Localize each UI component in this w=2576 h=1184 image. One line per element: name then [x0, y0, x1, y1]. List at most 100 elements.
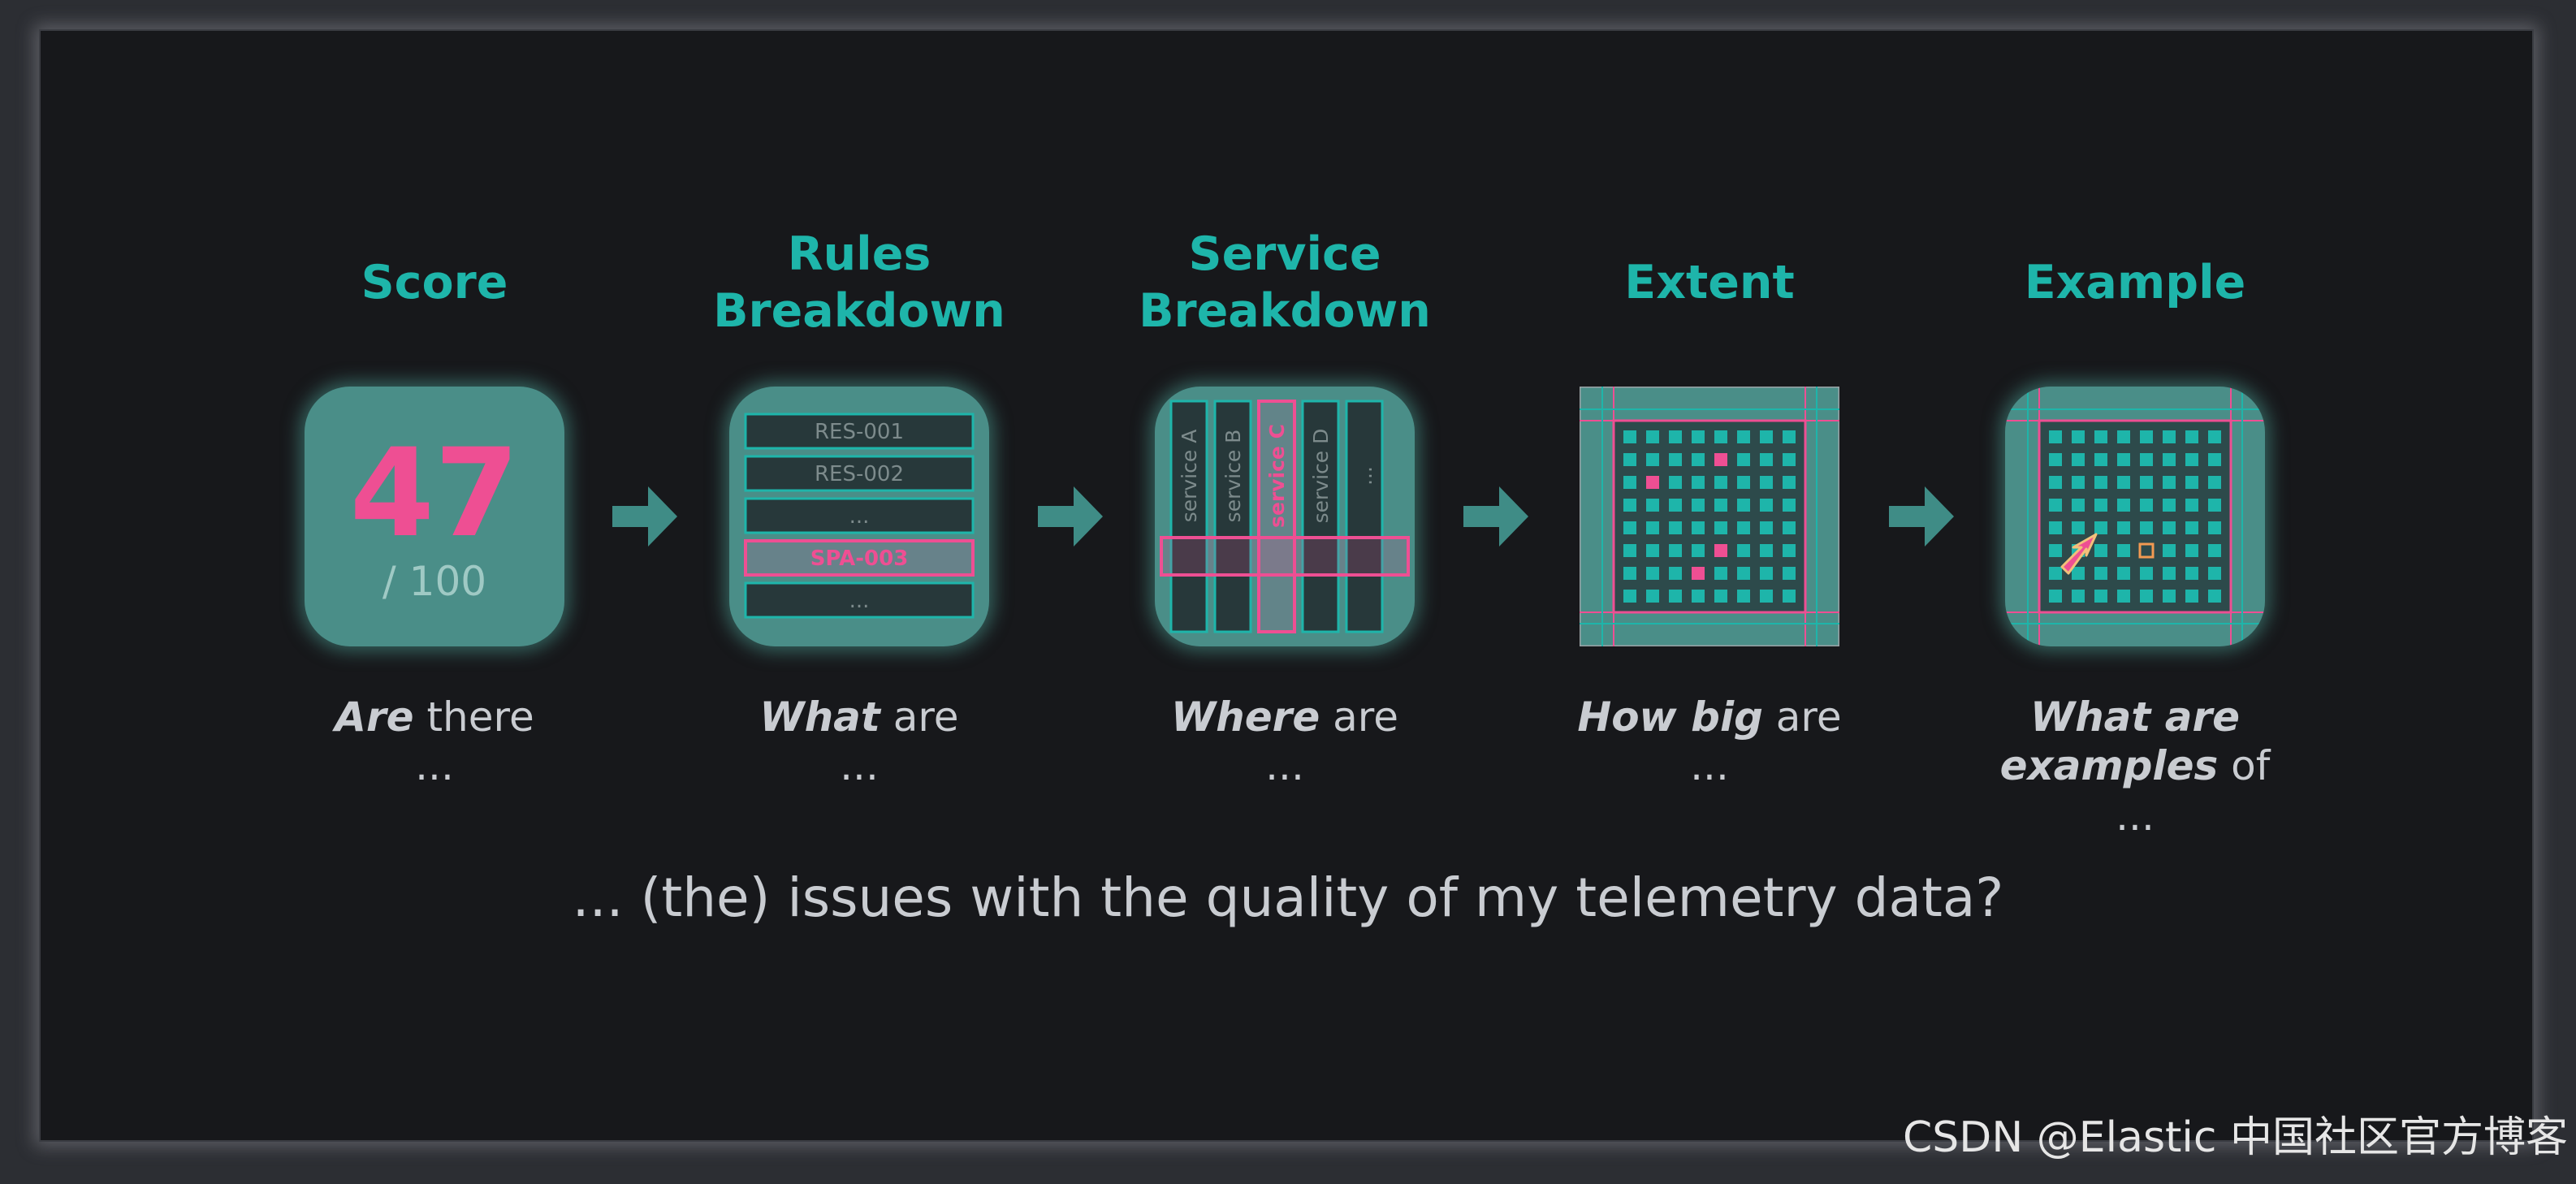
watermark: CSDN @Elastic 中国社区官方博客: [1902, 1113, 2568, 1162]
grid-cell: [1692, 476, 1705, 489]
arrow-right-icon: [612, 486, 677, 547]
service-column-highlighted: service C: [1257, 400, 1296, 633]
rule-label: RES-002: [815, 462, 904, 486]
service-label: service B: [1221, 430, 1245, 523]
question-text: are: [1762, 694, 1842, 741]
grid-cell: [2094, 590, 2107, 603]
rule-row: RES-001: [744, 413, 975, 450]
grid-cell: [2072, 453, 2085, 466]
rule-label: ...: [849, 504, 870, 529]
step-question: Are there: [280, 692, 589, 742]
step-title-line2: Breakdown: [1139, 284, 1431, 338]
grid-cell: [2049, 521, 2062, 534]
step-title: Example: [2024, 256, 2246, 309]
grid-cell: [2094, 453, 2107, 466]
grid-frame: [2038, 419, 2232, 614]
grid-cell: [2117, 567, 2130, 580]
step-question: How big are: [1555, 692, 1864, 742]
grid-cell-issue: [1646, 476, 1659, 489]
grid-cell: [1623, 476, 1636, 489]
grid-cell: [1692, 590, 1705, 603]
grid-cell: [2163, 430, 2176, 443]
example-grid: [2005, 387, 2265, 646]
grid-cell-issue: [1714, 544, 1727, 557]
grid-cell: [1669, 590, 1682, 603]
grid-cell: [2185, 567, 2198, 580]
service-label: service C: [1265, 424, 1289, 528]
grid-cell: [1669, 521, 1682, 534]
grid-cell: [2072, 590, 2085, 603]
grid-cell: [2117, 453, 2130, 466]
grid-cell: [2185, 476, 2198, 489]
grid-cell: [1783, 590, 1796, 603]
grid-cell: [1783, 544, 1796, 557]
grid-cell: [2185, 521, 2198, 534]
grid-cell: [1760, 521, 1773, 534]
arrow-right-icon: [1889, 486, 1954, 547]
grid-cell: [1669, 430, 1682, 443]
grid-cell: [2208, 544, 2221, 557]
grid-cell: [2094, 521, 2107, 534]
grid-cell: [2208, 590, 2221, 603]
question-emphasis: examples: [1999, 742, 2219, 789]
grid-cell: [1737, 567, 1750, 580]
service-column: service B: [1213, 400, 1252, 633]
grid-cell: [1692, 544, 1705, 557]
grid-cell: [1737, 430, 1750, 443]
step-title: Service Breakdown: [1130, 226, 1439, 339]
grid-cell: [1760, 590, 1773, 603]
grid-cell: [1646, 521, 1659, 534]
question-emphasis: Where: [1171, 694, 1320, 741]
question-text: are: [880, 694, 959, 741]
rule-label: SPA-003: [810, 547, 909, 571]
rule-label: ...: [849, 589, 870, 613]
grid-cell: [2117, 499, 2130, 512]
score-tile: 47 / 100: [305, 387, 564, 646]
step-title-line2: Breakdown: [713, 284, 1005, 338]
question-emphasis: Are: [335, 694, 414, 741]
grid-cell: [1760, 544, 1773, 557]
grid-cell-selected: [2138, 542, 2155, 559]
grid-cell: [1783, 499, 1796, 512]
grid-cell: [1714, 499, 1727, 512]
grid-cell: [2140, 476, 2153, 489]
step-question: What are: [705, 692, 1014, 742]
grid-cell: [2140, 499, 2153, 512]
grid-cell: [2072, 499, 2085, 512]
grid-cell: [2163, 590, 2176, 603]
step-question-line2: examples of ...: [1981, 741, 2289, 841]
question-continuation: ...: [1265, 742, 1304, 789]
grid-cell-issue: [1692, 567, 1705, 580]
question-emphasis: What: [759, 694, 880, 741]
rule-label: RES-001: [815, 420, 904, 444]
grid-cell: [2208, 521, 2221, 534]
grid-cell: [1692, 499, 1705, 512]
grid-cell: [2163, 521, 2176, 534]
grid-cell: [1692, 453, 1705, 466]
grid-cell: [1737, 499, 1750, 512]
question-text: there: [413, 694, 534, 741]
rule-row: ...: [744, 497, 975, 534]
grid-cell: [1714, 521, 1727, 534]
grid-cell: [2208, 476, 2221, 489]
grid-cell: [1760, 453, 1773, 466]
grid-cell: [1623, 521, 1636, 534]
service-column: service D: [1301, 400, 1340, 633]
grid-cell: [1669, 544, 1682, 557]
grid-cell: [2072, 476, 2085, 489]
question-text: of ...: [2116, 742, 2271, 840]
grid-cell: [2117, 430, 2130, 443]
grid-cell: [1623, 453, 1636, 466]
grid-cell: [1714, 590, 1727, 603]
row-highlight: [1160, 536, 1410, 577]
question-continuation: ...: [1690, 742, 1729, 789]
step-title-line1: Rules: [787, 227, 931, 281]
grid-cell: [1737, 590, 1750, 603]
step-title: Extent: [1624, 256, 1795, 309]
grid-cell: [1783, 430, 1796, 443]
bottom-question: ... (the) issues with the quality of my …: [572, 866, 2004, 929]
